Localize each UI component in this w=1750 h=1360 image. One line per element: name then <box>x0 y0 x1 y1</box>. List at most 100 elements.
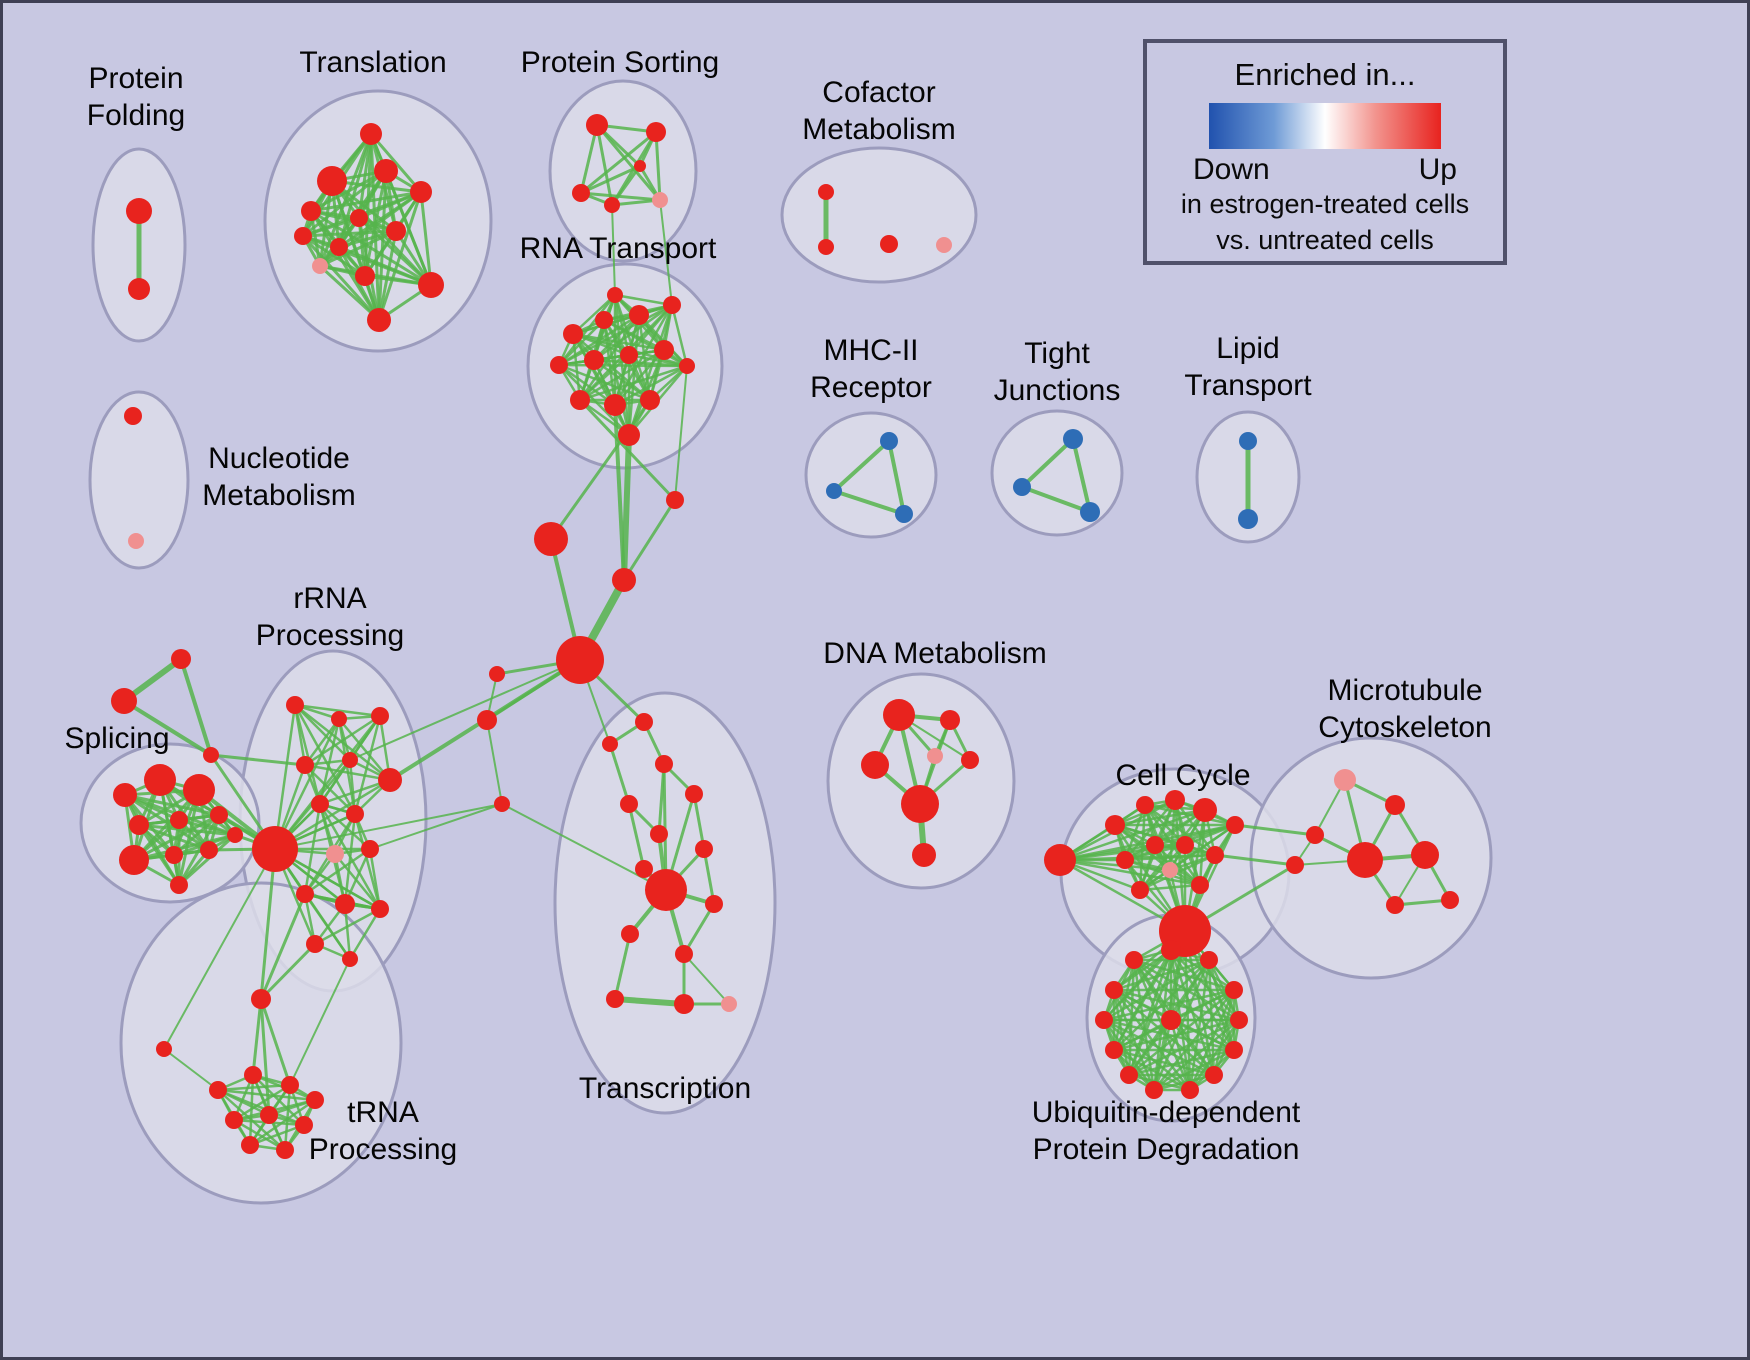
network-edge <box>337 132 373 249</box>
network-node-ub8 <box>1105 1041 1123 1059</box>
network-edge <box>232 1083 292 1122</box>
cluster-ellipse-mhc-ii-receptor <box>804 411 938 539</box>
network-node-rr14 <box>306 935 324 953</box>
network-node-txhub <box>645 869 687 911</box>
network-node-sp8 <box>165 846 183 864</box>
network-edge <box>579 130 658 195</box>
network-edge <box>1153 823 1237 847</box>
network-node-rr2 <box>331 711 347 727</box>
network-edge <box>578 348 666 402</box>
network-edge <box>611 204 616 296</box>
legend-box: Enriched in... Down Up in estrogen-treat… <box>1143 39 1507 265</box>
network-edge <box>486 719 503 805</box>
network-node-rr3 <box>371 707 389 725</box>
network-edge <box>368 847 382 911</box>
network-node-ps6 <box>634 160 646 172</box>
legend-gradient-bar <box>1209 103 1441 149</box>
network-edge <box>612 996 687 1007</box>
network-node-cc9 <box>1176 836 1194 854</box>
network-node-xb <box>534 522 568 556</box>
network-edge <box>578 353 631 402</box>
cluster-ellipse-trna-processing <box>119 881 403 1205</box>
cluster-ellipse-tight-junctions <box>990 409 1124 537</box>
network-edge <box>333 852 382 911</box>
cluster-ellipse-nucleotide-metabolism <box>88 390 190 570</box>
network-node-mt1 <box>1334 769 1356 791</box>
network-node-sp2 <box>144 764 176 796</box>
network-node-mh3 <box>895 505 913 523</box>
network-edge <box>1169 1018 1216 1077</box>
network-node-rr6 <box>378 768 402 792</box>
network-edge <box>613 348 666 407</box>
network-node-rr5 <box>342 752 358 768</box>
network-edge <box>659 199 673 306</box>
network-node-ub6 <box>1095 1011 1113 1029</box>
network-node-rr7 <box>311 795 329 813</box>
network-edge <box>273 717 341 851</box>
network-edge <box>595 123 662 202</box>
network-node-cc8 <box>1146 836 1164 854</box>
network-edge <box>274 803 503 850</box>
network-edge <box>1112 1018 1173 1052</box>
network-node-tr7 <box>386 221 406 241</box>
network-node-ub7 <box>1230 1011 1248 1029</box>
network-node-sp9 <box>200 841 218 859</box>
network-edge <box>1138 883 1202 892</box>
network-edge <box>337 717 392 782</box>
network-node-tn2 <box>244 1066 262 1084</box>
network-node-tr11 <box>418 272 444 298</box>
network-node-rrhub <box>252 826 298 872</box>
network-edge <box>259 892 307 1001</box>
network-edge <box>301 216 361 238</box>
network-edge <box>1138 808 1207 892</box>
network-node-rt7 <box>584 350 604 370</box>
network-node-ub9 <box>1225 1041 1243 1059</box>
network-node-tx10 <box>621 925 639 943</box>
network-edge <box>1112 1048 1216 1077</box>
network-edge <box>627 802 646 871</box>
network-edge <box>578 364 689 402</box>
network-node-tj3 <box>1080 502 1100 522</box>
network-node-sp3 <box>183 774 215 806</box>
network-node-tr12 <box>367 308 391 332</box>
network-node-xa <box>666 491 684 509</box>
network-svg <box>79 79 1493 1205</box>
network-node-rr9 <box>326 845 344 863</box>
network-node-rt13 <box>618 424 640 446</box>
network-node-mt6 <box>1441 891 1459 909</box>
network-node-tr10 <box>355 266 375 286</box>
network-edge <box>1127 1073 1192 1092</box>
network-node-tg1 <box>171 649 191 669</box>
network-edge <box>216 1088 306 1127</box>
network-edge <box>259 847 277 1001</box>
network-edge <box>1127 1018 1241 1077</box>
network-edge <box>579 164 642 195</box>
network-edge <box>357 216 433 287</box>
network-edge <box>1393 898 1452 907</box>
network-node-cf1 <box>818 184 834 200</box>
network-node-hub1 <box>556 636 604 684</box>
network-edge <box>627 303 674 437</box>
network-node-cc11 <box>1162 862 1178 878</box>
network-node-pf2 <box>128 278 150 300</box>
network-node-tn5 <box>225 1111 243 1129</box>
network-edge <box>132 813 221 862</box>
network-edge <box>209 753 307 767</box>
network-node-rt10 <box>570 390 590 410</box>
network-node-tx13 <box>674 994 694 1014</box>
network-node-ps2 <box>646 122 666 142</box>
network-node-tn10 <box>156 1041 172 1057</box>
network-edge <box>1143 803 1237 827</box>
network-edge <box>579 191 662 202</box>
network-node-cf2 <box>818 239 834 255</box>
network-edge <box>301 169 388 238</box>
network-node-ub12 <box>1145 1081 1163 1099</box>
network-node-tx12 <box>606 990 624 1008</box>
network-edge <box>293 703 322 806</box>
network-node-nm2 <box>128 533 144 549</box>
network-node-tr8 <box>330 238 348 256</box>
network-edge <box>303 763 392 782</box>
network-node-sp6 <box>210 806 228 824</box>
network-node-rr12 <box>335 894 355 914</box>
